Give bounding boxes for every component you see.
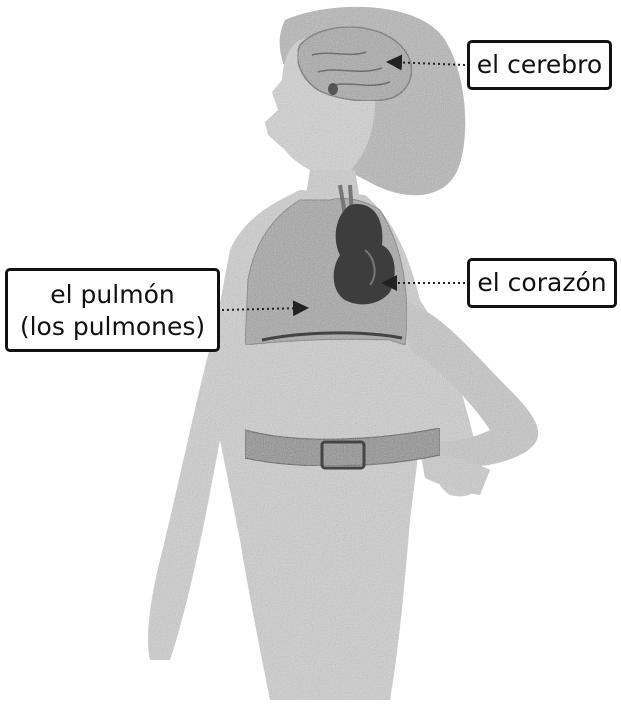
label-cerebro: el cerebro: [467, 40, 612, 90]
label-corazon: el corazón: [467, 258, 617, 308]
label-pulmon-singular: el pulmón: [8, 279, 217, 311]
brain-stem-dot: [328, 83, 338, 95]
label-pulmon-plural: (los pulmones): [8, 311, 217, 343]
label-pulmon: el pulmón (los pulmones): [5, 268, 220, 352]
